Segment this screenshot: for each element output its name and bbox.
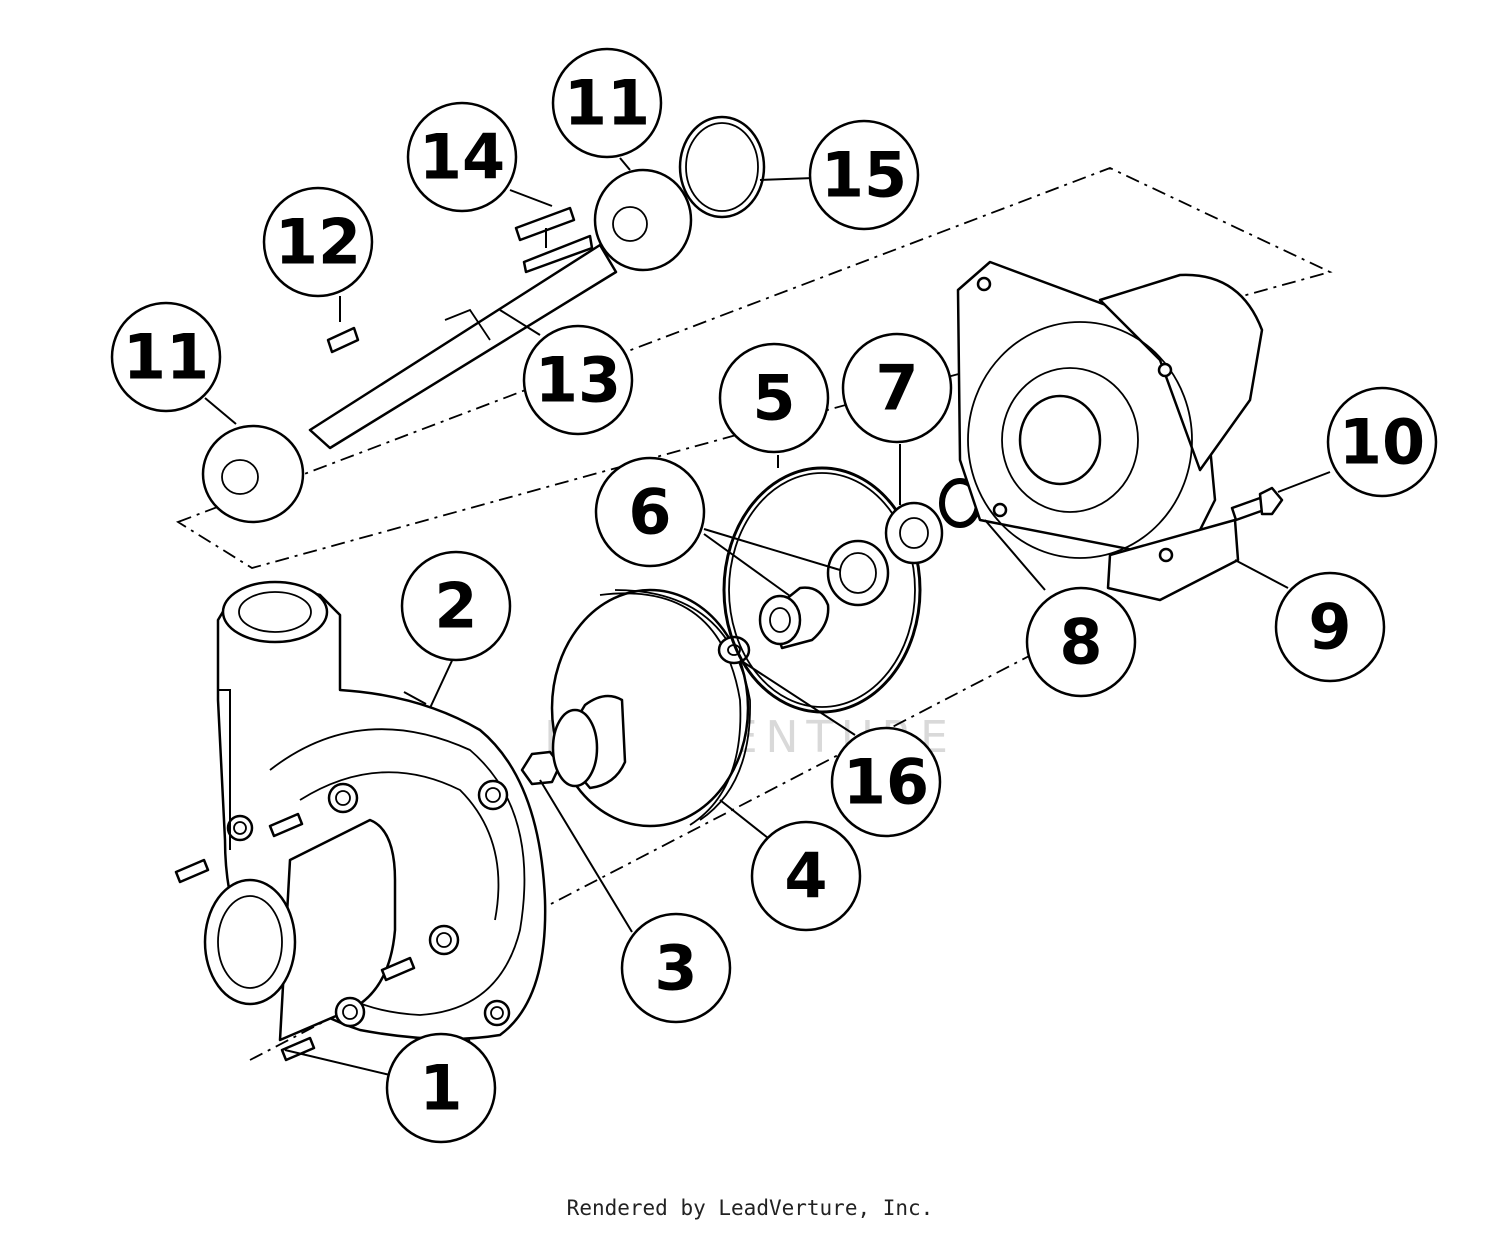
callout-3: 3	[620, 912, 732, 1024]
svg-text:16: 16	[843, 746, 929, 819]
bolt	[1230, 486, 1284, 522]
callout-15: 15	[808, 119, 920, 231]
screw-set	[174, 812, 416, 1062]
svg-text:6: 6	[628, 476, 671, 549]
callout-16: 16	[830, 726, 942, 838]
svg-text:11: 11	[564, 67, 650, 140]
callout-13: 13	[522, 324, 634, 436]
callout-11-upper: 11	[551, 47, 663, 159]
callout-8: 8	[1025, 586, 1137, 698]
svg-text:10: 10	[1339, 406, 1425, 479]
shaft-group	[201, 115, 766, 524]
pump-housing	[203, 580, 547, 1042]
svg-text:2: 2	[434, 570, 477, 643]
pump-bracket	[956, 260, 1264, 602]
svg-text:12: 12	[275, 206, 361, 279]
footer-credit: Rendered by LeadVerture, Inc.	[566, 1196, 934, 1220]
callout-7: 7	[841, 332, 953, 444]
assembly-outline	[175, 167, 1333, 569]
svg-text:7: 7	[875, 352, 918, 425]
seal-washer	[884, 501, 944, 565]
svg-text:9: 9	[1308, 591, 1351, 664]
impeller	[550, 588, 751, 828]
callout-2: 2	[400, 550, 512, 662]
svg-text:8: 8	[1059, 606, 1102, 679]
svg-text:11: 11	[123, 321, 209, 394]
svg-text:15: 15	[821, 139, 907, 212]
svg-text:5: 5	[752, 362, 795, 435]
svg-text:3: 3	[654, 932, 697, 1005]
callout-6: 6	[594, 456, 706, 568]
callout-9: 9	[1274, 571, 1386, 683]
svg-text:4: 4	[784, 840, 827, 913]
svg-text:13: 13	[535, 344, 621, 417]
callout-5: 5	[718, 342, 830, 454]
svg-text:14: 14	[419, 121, 505, 194]
callout-14: 14	[406, 101, 518, 213]
callout-1: 1	[385, 1032, 497, 1144]
leader-lines	[204, 157, 1331, 1076]
mechanical-seal	[758, 539, 890, 650]
svg-text:1: 1	[419, 1052, 462, 1125]
gasket	[722, 466, 922, 714]
callout-10: 10	[1326, 386, 1438, 498]
callout-11-lower: 11	[110, 301, 222, 413]
callout-4: 4	[750, 820, 862, 932]
callout-12: 12	[262, 186, 374, 298]
